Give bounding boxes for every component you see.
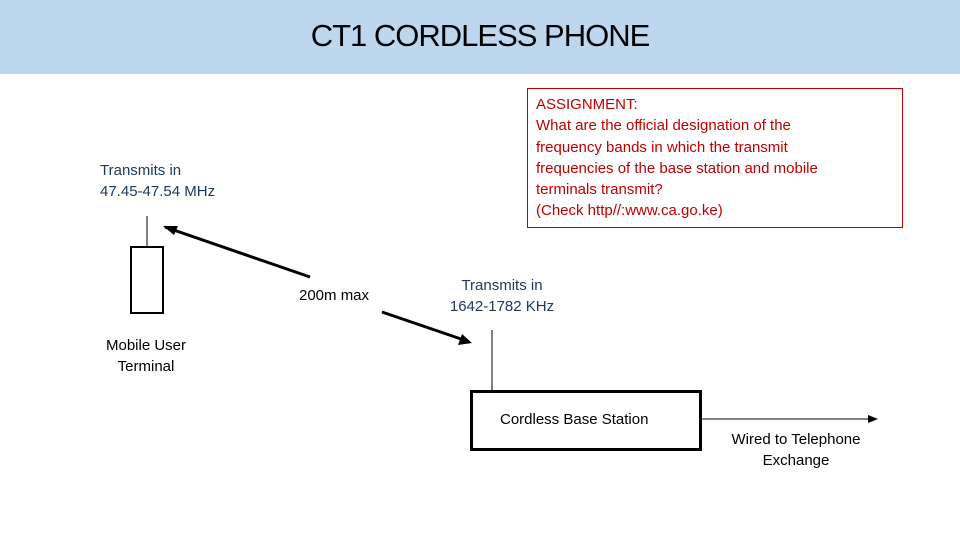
base-transmit-label: Transmits in 1642-1782 KHz: [449, 277, 555, 315]
exchange-label: Wired to Telephone Exchange: [731, 431, 861, 469]
radio-link-upper: [164, 225, 311, 279]
assignment-line: What are the official designation of the: [536, 117, 791, 135]
base-station-box: [470, 390, 702, 451]
assignment-heading: ASSIGNMENT:: [536, 96, 638, 113]
mobile-terminal-box: [130, 246, 164, 314]
assignment-line: frequencies of the base station and mobi…: [536, 159, 818, 177]
assignment-box: [527, 88, 903, 228]
assignment-text: ASSIGNMENT: What are the official design…: [536, 94, 896, 222]
radio-link-arrowhead-base: [458, 334, 472, 345]
radio-link-arrowhead-mobile: [163, 226, 178, 235]
page-title: CT1 CORDLESS PHONE: [310, 18, 651, 53]
assignment-line: terminals transmit?: [536, 181, 663, 199]
assignment-line: frequency bands in which the transmit: [536, 138, 788, 156]
radio-link-lower: [381, 310, 465, 342]
base-station-label: Cordless Base Station: [500, 411, 649, 428]
title-bar: [0, 0, 960, 74]
exchange-wire-arrowhead: [868, 415, 878, 423]
mobile-terminal-label: Mobile User Terminal: [105, 337, 187, 375]
distance-label: 200m max: [299, 287, 370, 304]
assignment-line: (Check http//:www.ca.go.ke): [536, 202, 723, 220]
mobile-transmit-label: Transmits in 47.45-47.54 MHz: [100, 162, 216, 200]
